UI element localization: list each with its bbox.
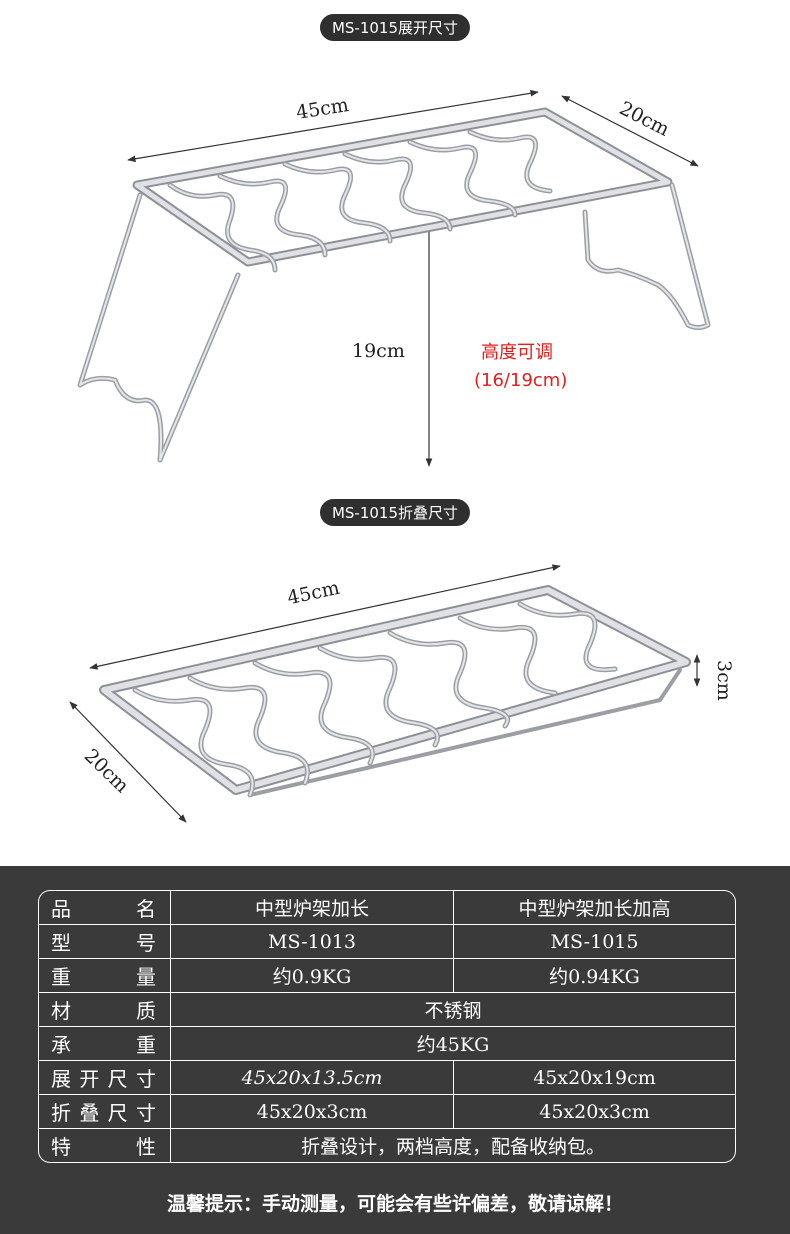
cell-merged: 约45KG bbox=[171, 1027, 735, 1061]
cell-ms1015: 约0.94KG bbox=[454, 959, 735, 993]
table-row: 展开尺寸 45x20x13.5cm 45x20x19cm bbox=[39, 1061, 735, 1095]
spec-section: 品 名 中型炉架加长 中型炉架加长加高 型 号 MS-1013 MS-1015 … bbox=[0, 866, 790, 1234]
height-adjustable-values: (16/19cm) bbox=[474, 370, 568, 391]
table-row: 重 量 约0.9KG 约0.94KG bbox=[39, 959, 735, 993]
folded-stand-image bbox=[99, 585, 691, 798]
cell-merged: 折叠设计，两档高度，配备收纳包。 bbox=[300, 1136, 605, 1158]
folded-length-dimension bbox=[89, 564, 561, 670]
folded-thickness-label: 3cm bbox=[713, 660, 735, 701]
cell-ms1013: 约0.9KG bbox=[171, 959, 454, 993]
cell-ms1013: 45x20x3cm bbox=[171, 1095, 454, 1129]
table-row: 折叠尺寸 45x20x3cm 45x20x3cm bbox=[39, 1095, 735, 1129]
cell-ms1015: MS-1015 bbox=[454, 925, 735, 959]
product-illustrations bbox=[69, 89, 711, 823]
table-row: 品 名 中型炉架加长 中型炉架加长加高 bbox=[39, 891, 735, 925]
cell-ms1015: 中型炉架加长加高 bbox=[454, 891, 735, 925]
table-row: 型 号 MS-1013 MS-1015 bbox=[39, 925, 735, 959]
unfolded-width-dimension bbox=[561, 95, 699, 167]
table-row: 承 重 约45KG bbox=[39, 1027, 735, 1061]
folded-width-dimension bbox=[69, 701, 187, 823]
unfolded-size-badge: MS-1015展开尺寸 bbox=[319, 14, 471, 41]
row-label: 折叠尺寸 bbox=[39, 1095, 171, 1129]
cell-ms1015: 45x20x3cm bbox=[454, 1095, 735, 1129]
unfolded-stand-image bbox=[77, 107, 711, 463]
unfolded-height-label: 19cm bbox=[352, 340, 405, 362]
unfolded-length-dimension bbox=[127, 89, 539, 163]
row-label: 展开尺寸 bbox=[39, 1061, 171, 1095]
folded-size-badge: MS-1015折叠尺寸 bbox=[319, 499, 471, 526]
cell-ms1015: 45x20x19cm bbox=[454, 1061, 735, 1095]
cell-ms1013: 中型炉架加长 bbox=[171, 891, 454, 925]
row-label: 材 质 bbox=[39, 993, 171, 1027]
row-label: 承 重 bbox=[39, 1027, 171, 1061]
measurement-tip: 温馨提示：手动测量，可能会有些许偏差，敬请谅解！ bbox=[166, 1193, 623, 1215]
cell-merged: 不锈钢 bbox=[171, 993, 735, 1027]
row-label: 特 性 bbox=[39, 1129, 171, 1162]
cell-ms1013: MS-1013 bbox=[171, 925, 454, 959]
spec-table: 品 名 中型炉架加长 中型炉架加长加高 型 号 MS-1013 MS-1015 … bbox=[38, 890, 736, 1163]
row-label: 品 名 bbox=[39, 891, 171, 925]
table-row: 特 性 折叠设计，两档高度，配备收纳包。 bbox=[39, 1129, 735, 1162]
row-label: 重 量 bbox=[39, 959, 171, 993]
height-adjustable-title: 高度可调 bbox=[481, 342, 553, 363]
row-label: 型 号 bbox=[39, 925, 171, 959]
table-row: 材 质 不锈钢 bbox=[39, 993, 735, 1027]
cell-ms1013: 45x20x13.5cm bbox=[171, 1061, 454, 1095]
